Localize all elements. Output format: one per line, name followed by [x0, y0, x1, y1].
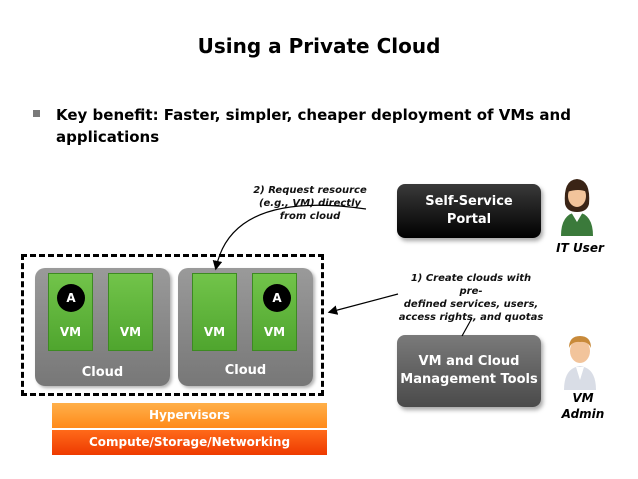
create-note-line: 1) Create clouds with pre- [410, 273, 532, 297]
cloud-label: Cloud [224, 363, 267, 378]
portal-label-line: Self-Service [425, 194, 513, 209]
request-note-line: 2) Request resource [253, 185, 367, 196]
compute-storage-networking-layer: Compute/Storage/Networking [52, 430, 327, 455]
it-user-person-icon [561, 179, 593, 236]
vm-block [108, 273, 153, 351]
hypervisors-layer: Hypervisors [52, 403, 327, 428]
tools-label-line: VM and Cloud [418, 354, 520, 369]
vm-admin-label-line: VM [572, 391, 594, 405]
vm-label: VM [119, 325, 142, 339]
vm-admin-label-line: Admin [561, 407, 605, 421]
create-note-line: access rights, and quotas [398, 312, 544, 323]
bullet-square-icon [33, 110, 40, 117]
create-arrow [327, 293, 399, 315]
vm-label: VM [263, 325, 286, 339]
app-badge: A [57, 284, 85, 312]
note-leader-line [461, 317, 473, 337]
vm-block [192, 273, 237, 351]
request-arrow [212, 204, 367, 271]
private-cloud-boundary [21, 254, 324, 396]
create-clouds-note: 1) Create clouds with pre- defined servi… [398, 272, 544, 324]
management-tools-box: VM and Cloud Management Tools [397, 335, 541, 407]
cloud-label: Cloud [81, 365, 124, 380]
create-note-line: defined services, users, [403, 299, 539, 310]
vm-admin-label: VM Admin [553, 390, 613, 422]
app-badge: A [263, 284, 291, 312]
request-note-line: from cloud [279, 211, 341, 222]
vm-admin-person-icon [564, 336, 596, 390]
request-note-line: (e.g., VM) directly [258, 198, 362, 209]
tools-label-line: Management Tools [400, 372, 538, 387]
page-title: Using a Private Cloud [197, 34, 441, 58]
request-resource-note: 2) Request resource (e.g., VM) directly … [252, 184, 368, 223]
bullet-text: Key benefit: Faster, simpler, cheaper de… [56, 106, 571, 146]
self-service-portal-box: Self-Service Portal [397, 184, 541, 238]
vm-label: VM [59, 325, 82, 339]
portal-label-line: Portal [446, 212, 492, 227]
vm-label: VM [203, 325, 226, 339]
it-user-label: IT User [556, 241, 604, 255]
